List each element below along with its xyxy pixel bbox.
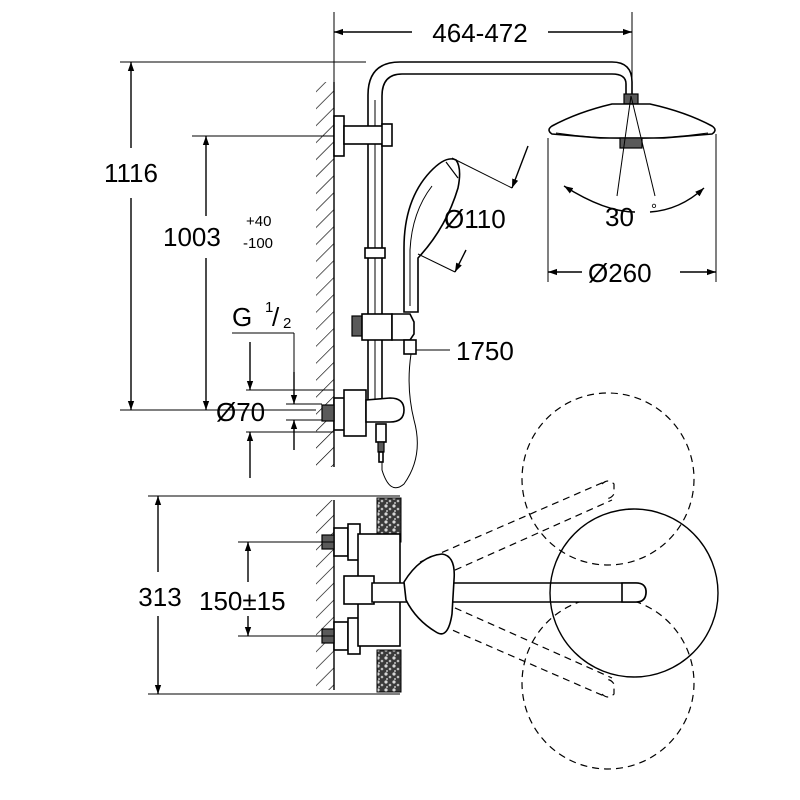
dimension-hand-shower: Ø110 bbox=[417, 145, 529, 273]
dim-thread-slash: / bbox=[272, 302, 280, 332]
dimension-escutcheon: Ø70 bbox=[216, 342, 334, 478]
dimension-hose-length: 1750 bbox=[416, 336, 514, 366]
dim-thread-prefix: G bbox=[232, 302, 252, 332]
head-shower-side bbox=[548, 93, 716, 213]
dimension-mixer-height: 313 bbox=[138, 495, 400, 695]
dimension-head-shower: Ø260 bbox=[547, 134, 717, 288]
dimension-tilt-angle: 30 ° bbox=[605, 201, 657, 232]
hand-shower-side bbox=[403, 158, 461, 355]
dim-tilt-angle-unit: ° bbox=[651, 201, 657, 218]
dim-adjustable-height-plus: +40 bbox=[246, 213, 271, 230]
dim-mixer-height-label: 313 bbox=[138, 582, 181, 612]
dimension-inlet-spacing: 150±15 bbox=[199, 541, 334, 637]
dimension-total-height: 1116 bbox=[104, 61, 366, 411]
shower-arm-positions bbox=[419, 392, 695, 770]
dimension-thread: G 1 / 2 bbox=[232, 299, 322, 450]
dim-head-shower-label: Ø260 bbox=[588, 258, 652, 288]
hose bbox=[381, 353, 418, 489]
wall-lower bbox=[316, 500, 335, 690]
dim-inlet-spacing-label: 150±15 bbox=[199, 586, 286, 616]
dim-hand-shower-label: Ø110 bbox=[444, 204, 506, 234]
dim-escutcheon-label: Ø70 bbox=[216, 397, 265, 427]
dim-thread-numerator: 1 bbox=[265, 299, 273, 316]
shower-arm-top bbox=[371, 508, 719, 678]
dim-tilt-angle-label: 30 bbox=[605, 202, 634, 232]
dim-hose-length-label: 1750 bbox=[456, 336, 514, 366]
dim-head-arm-width-label: 464-472 bbox=[432, 18, 527, 48]
dimension-head-arm-width: 464-472 bbox=[333, 12, 633, 90]
dimension-adjustable-height: 1003 +40 -100 bbox=[163, 135, 334, 410]
rail-joint bbox=[364, 247, 386, 259]
dim-adjustable-height-minus: -100 bbox=[243, 235, 273, 252]
wall-bracket bbox=[333, 115, 393, 157]
dim-adjustable-height-label: 1003 bbox=[163, 222, 221, 252]
dim-thread-denominator: 2 bbox=[283, 315, 291, 332]
mixer-side bbox=[321, 389, 405, 463]
hand-shower-holder bbox=[351, 313, 415, 341]
dim-total-height-label: 1116 bbox=[104, 158, 158, 188]
